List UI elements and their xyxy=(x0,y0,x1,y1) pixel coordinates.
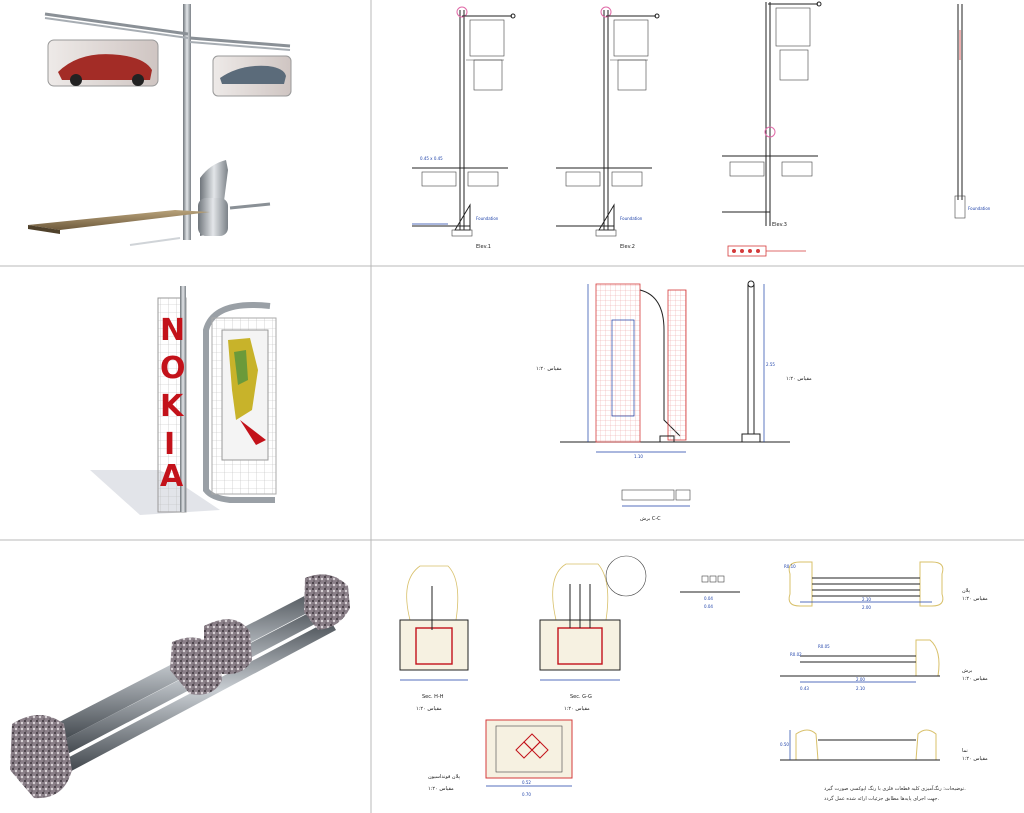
svg-text:Foundation: Foundation xyxy=(968,206,991,211)
bench-front-title: نما xyxy=(962,748,968,754)
stone-bench-3d xyxy=(10,574,350,799)
svg-text:0.45 x 0.45: 0.45 x 0.45 xyxy=(420,156,443,161)
section-g-title: Sec. G-G xyxy=(570,694,592,700)
elevation-1-label: Elev.1 xyxy=(476,244,491,250)
bench-side-radius-3: R0.02 xyxy=(790,652,802,657)
foundation-plan-title: پلان فونداسیون xyxy=(428,774,461,780)
bench-plan-view: 2.10 2.00 R0.10 پلان مقیاس ۱:۲۰ xyxy=(784,561,988,610)
section-h-scale: مقیاس ۱:۲۰ xyxy=(416,706,442,712)
section-h-title: Sec. H-H xyxy=(422,694,444,700)
elevation-3-label: Elev.3 xyxy=(772,222,787,228)
pipe-section: 0.04 0.04 xyxy=(680,575,740,609)
elevation-1: Elev.1 Foundation 0.45 x 0.45 xyxy=(412,6,516,250)
nokia-section-label: برش C-C xyxy=(640,516,661,522)
bench-section-h: Sec. H-H مقیاس ۱:۲۰ xyxy=(399,565,469,712)
note-line-1: توضیحات: رنگ‌آمیزی کلیه قطعات فلزی با رن… xyxy=(824,785,966,792)
elevation-2: Elev.2 Foundation xyxy=(556,6,660,250)
bench-section-g: Sec. G-G مقیاس ۱:۲۰ xyxy=(539,555,647,712)
bench-side-title: برش xyxy=(962,668,972,674)
bench-plan-length-2: 2.00 xyxy=(862,605,871,610)
bench-front-scale: مقیاس ۱:۲۰ xyxy=(962,756,988,762)
pipe-dim-a: 0.04 xyxy=(704,596,713,601)
nokia-width-dim: 1.10 xyxy=(634,454,643,459)
note-line-2: جهت اجرای پایه‌ها مطابق جزئیات ارائه شده… xyxy=(824,795,940,802)
elevation-3-base-strip xyxy=(727,245,806,257)
bench-plan-length-1: 2.10 xyxy=(862,597,871,602)
bench-front-height: 0.50 xyxy=(780,742,789,747)
nokia-scale-left: مقیاس ۱:۲۰ xyxy=(536,366,562,372)
bench-side-radius-2: R0.05 xyxy=(818,644,830,649)
foundation-plan-scale: مقیاس ۱:۲۰ xyxy=(428,786,454,792)
bench-side-offset: 0.43 xyxy=(800,686,809,691)
nokia-scale-right: مقیاس ۱:۲۰ xyxy=(786,376,812,382)
elevation-2-label: Elev.2 xyxy=(620,244,635,250)
nokia-height-dim: 2.55 xyxy=(766,362,775,367)
nokia-letter-a: A xyxy=(160,459,184,494)
bench-side-section: R0.05 R0.02 2.00 2.10 0.43 برش مقیاس ۱:۲… xyxy=(780,639,988,691)
drawing-notes: توضیحات: رنگ‌آمیزی کلیه قطعات فلزی با رن… xyxy=(824,785,966,802)
bench-side-length-total: 2.10 xyxy=(856,686,865,691)
elevation-3: Elev.3 xyxy=(722,1,822,257)
bench-side-scale: مقیاس ۱:۲۰ xyxy=(962,676,988,682)
bench-plan-title: پلان xyxy=(962,588,971,594)
svg-text:Foundation: Foundation xyxy=(620,216,643,221)
bench-side-length: 2.00 xyxy=(856,677,865,682)
nokia-sign-drawings: 1.10 2.55 مقیاس ۱:۲۰ مقیاس ۱:۲۰ برش C-C xyxy=(536,280,812,522)
section-g-scale: مقیاس ۱:۲۰ xyxy=(564,706,590,712)
nokia-letter-i: I xyxy=(164,427,175,462)
bench-front-elevation: 0.50 نما مقیاس ۱:۲۰ xyxy=(780,729,988,762)
found-dim-3: 0.70 xyxy=(522,792,531,797)
foundation-plan: 0.52 0.70 پلان فونداسیون مقیاس ۱:۲۰ xyxy=(428,719,573,797)
signpost-3d-render xyxy=(28,4,292,246)
signpost-elevations: Elev.1 Foundation 0.45 x 0.45 Elev.2 Fou… xyxy=(412,1,991,257)
nokia-letter-n: N xyxy=(160,313,185,348)
nokia-letter-k: K xyxy=(160,389,185,424)
pipe-dim-b: 0.04 xyxy=(704,604,713,609)
bench-plan-radius: R0.10 xyxy=(784,564,796,569)
nokia-letter-o: O xyxy=(160,351,186,386)
nokia-plan-section: برش C-C xyxy=(621,489,691,522)
elevation-side: Foundation xyxy=(954,4,991,219)
found-dim-1: 0.52 xyxy=(522,780,531,785)
bench-detail-drawings: Sec. H-H مقیاس ۱:۲۰ Sec. G-G مقیاس ۱:۲۰ … xyxy=(399,555,988,802)
svg-text:Foundation: Foundation xyxy=(476,216,499,221)
nokia-sign-3d: N O K I A xyxy=(90,286,277,515)
bench-plan-scale: مقیاس ۱:۲۰ xyxy=(962,596,988,602)
